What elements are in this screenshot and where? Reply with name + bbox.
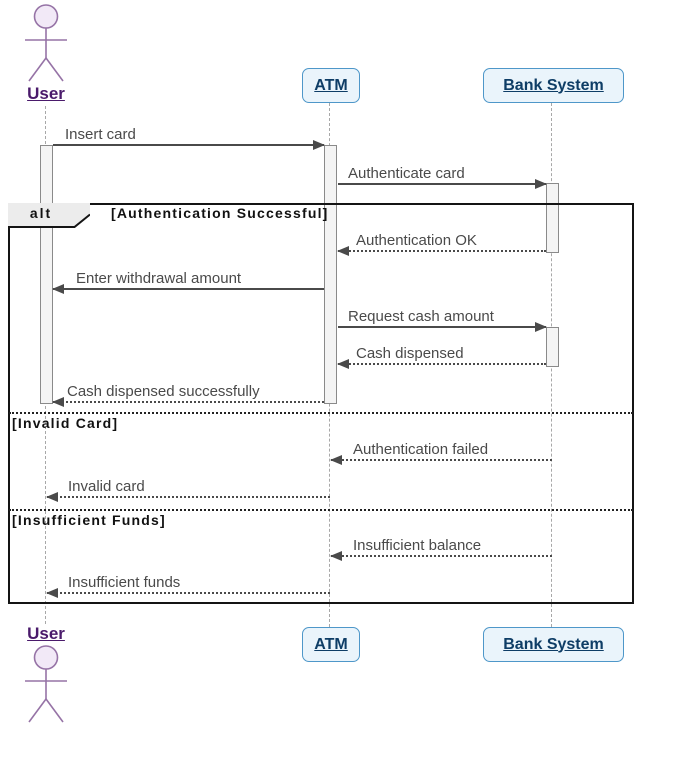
- message-line: [331, 555, 552, 557]
- message-label: Enter withdrawal amount: [76, 270, 242, 287]
- participant-box-bank-bottom: Bank System: [483, 627, 624, 662]
- alt-condition-2: [Invalid Card]: [12, 415, 119, 431]
- message-insufficient-funds: Insufficient funds: [46, 573, 330, 598]
- activation-bar-bank-2: [546, 327, 559, 367]
- arrowhead-icon: [313, 140, 325, 150]
- message-insufficient-balance: Insufficient balance: [330, 536, 552, 561]
- participant-box-atm-bottom: ATM: [302, 627, 360, 662]
- message-label: Insufficient funds: [68, 574, 181, 591]
- alt-divider-2: [9, 509, 633, 511]
- arrowhead-icon: [337, 246, 349, 256]
- message-invalid-card: Invalid card: [46, 477, 330, 502]
- message-cash-dispensed-successfully: Cash dispensed successfully: [52, 382, 324, 407]
- message-line: [53, 401, 324, 403]
- arrowhead-icon: [52, 284, 64, 294]
- message-line: [338, 326, 546, 328]
- actor-label-user-bottom: User: [27, 624, 65, 643]
- message-insert-card: Insert card: [53, 125, 325, 150]
- message-label: Insert card: [65, 126, 136, 143]
- message-line: [47, 496, 330, 498]
- participant-label-bank-bottom: Bank System: [503, 635, 604, 653]
- message-line: [53, 288, 324, 290]
- participant-box-bank-top: Bank System: [483, 68, 624, 103]
- participant-box-atm-top: ATM: [302, 68, 360, 103]
- participant-label-atm-top: ATM: [314, 76, 348, 94]
- message-enter-withdrawal-amount: Enter withdrawal amount: [52, 269, 324, 294]
- arrowhead-icon: [337, 359, 349, 369]
- alt-operator-pentagon: [8, 203, 90, 228]
- message-authentication-failed: Authentication failed: [330, 440, 552, 465]
- participant-label-atm-bottom: ATM: [314, 635, 348, 653]
- activation-bar-atm: [324, 145, 337, 404]
- message-cash-dispensed: Cash dispensed: [337, 344, 546, 369]
- arrowhead-icon: [535, 322, 547, 332]
- message-label: Cash dispensed successfully: [67, 383, 260, 400]
- message-line: [338, 250, 546, 252]
- alt-divider-1: [9, 412, 633, 414]
- message-line: [53, 144, 324, 146]
- activation-bar-user: [40, 145, 53, 404]
- message-authentication-ok: Authentication OK: [337, 231, 546, 256]
- message-label: Invalid card: [68, 478, 145, 495]
- message-label: Insufficient balance: [353, 537, 482, 554]
- message-label: Authenticate card: [348, 165, 465, 182]
- arrowhead-icon: [46, 588, 58, 598]
- alt-condition-3: [Insufficient Funds]: [12, 512, 166, 528]
- message-label: Authentication failed: [353, 441, 489, 458]
- message-line: [331, 459, 552, 461]
- message-label: Authentication OK: [356, 232, 477, 249]
- alt-operator-label: alt: [29, 205, 53, 221]
- message-line: [338, 363, 546, 365]
- alt-condition-1: [Authentication Successful]: [111, 205, 329, 221]
- message-label: Cash dispensed: [356, 345, 464, 362]
- activation-bar-bank-1: [546, 183, 559, 253]
- arrowhead-icon: [330, 455, 342, 465]
- arrowhead-icon: [330, 551, 342, 561]
- arrowhead-icon: [535, 179, 547, 189]
- arrowhead-icon: [46, 492, 58, 502]
- message-label: Request cash amount: [348, 308, 494, 325]
- arrowhead-icon: [52, 397, 64, 407]
- participant-label-bank-top: Bank System: [503, 76, 604, 94]
- actor-label-user-top: User: [27, 84, 65, 103]
- user-actor-icon-bottom: [25, 645, 67, 723]
- user-actor-icon: [25, 4, 67, 82]
- message-request-cash-amount: Request cash amount: [338, 307, 547, 332]
- message-line: [47, 592, 330, 594]
- message-line: [338, 183, 546, 185]
- message-authenticate-card: Authenticate card: [338, 164, 547, 189]
